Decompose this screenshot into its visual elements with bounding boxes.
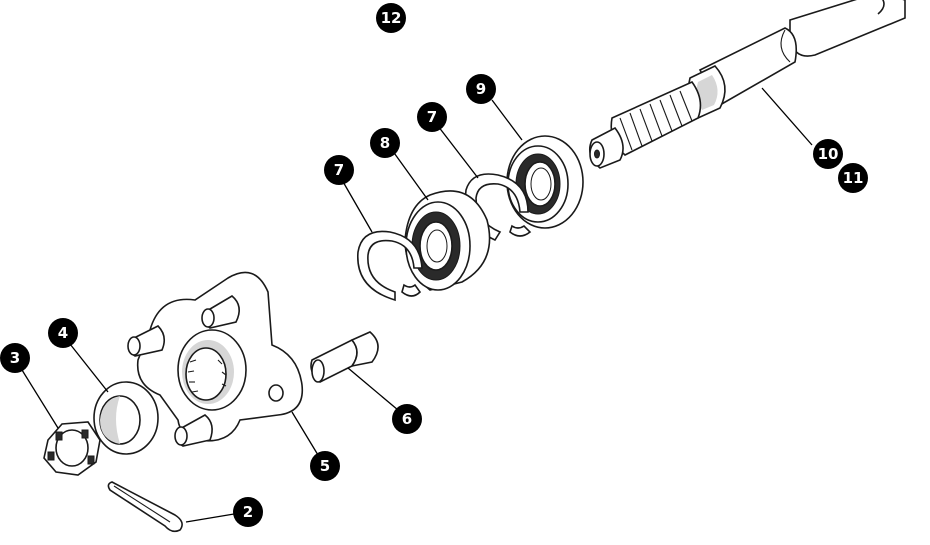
callout-2: 2	[233, 497, 263, 527]
axle-shaft	[589, 0, 906, 169]
wheel-stud-6	[310, 331, 379, 383]
svg-text:8: 8	[380, 134, 390, 152]
svg-text:6: 6	[402, 410, 412, 428]
snap-ring-7-left	[357, 230, 423, 302]
svg-text:7: 7	[334, 161, 344, 179]
washer-4	[93, 381, 159, 455]
callout-12: 12	[376, 3, 406, 33]
cotter-pin-2	[107, 481, 183, 533]
castle-nut-3	[43, 421, 101, 476]
callout-7-right: 7	[417, 102, 447, 132]
callout-7-left: 7	[324, 155, 354, 185]
callout-10: 10	[813, 139, 843, 169]
svg-text:2: 2	[243, 503, 253, 521]
callout-5: 5	[310, 451, 340, 481]
svg-text:4: 4	[58, 324, 68, 342]
callout-6: 6	[392, 404, 422, 434]
callout-8: 8	[370, 128, 400, 158]
wheel-hub-5	[127, 271, 304, 447]
svg-text:7: 7	[427, 108, 437, 126]
callout-11: 11	[838, 163, 868, 193]
bearing-9	[506, 135, 584, 229]
callout-3: 3	[0, 343, 30, 373]
svg-text:10: 10	[818, 145, 839, 163]
callout-4: 4	[48, 318, 78, 348]
svg-text:3: 3	[10, 349, 20, 367]
svg-text:5: 5	[320, 457, 330, 475]
svg-text:12: 12	[381, 9, 402, 27]
bearing-8	[404, 190, 491, 291]
leader-lines	[21, 87, 813, 523]
callout-9: 9	[466, 74, 496, 104]
svg-text:9: 9	[476, 80, 486, 98]
svg-text:11: 11	[843, 169, 864, 187]
